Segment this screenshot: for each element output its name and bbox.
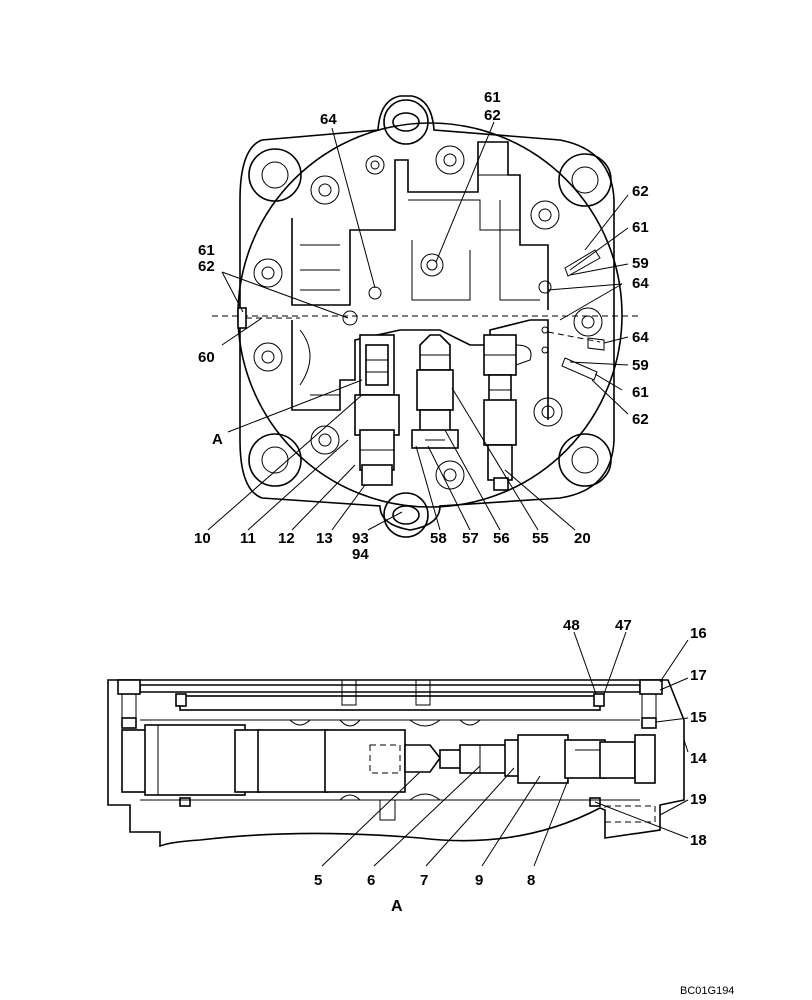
callout-20: 20 xyxy=(574,530,591,547)
right-relief-valve xyxy=(483,334,532,491)
callout-62-left: 62 xyxy=(198,258,215,275)
callout-61-right-b: 61 xyxy=(632,384,649,401)
callout-64-right-b: 64 xyxy=(632,329,649,346)
callout-64-top: 64 xyxy=(320,111,337,128)
callout-61-right-a: 61 xyxy=(632,219,649,236)
section-label-a: A xyxy=(391,898,403,915)
callout-12: 12 xyxy=(278,530,295,547)
callout-94: 94 xyxy=(352,546,369,563)
callout-19: 19 xyxy=(690,791,707,808)
callout-15: 15 xyxy=(690,709,707,726)
callout-61-top: 61 xyxy=(484,89,501,106)
callout-6: 6 xyxy=(367,872,375,889)
callout-61-left: 61 xyxy=(198,242,215,259)
callout-14: 14 xyxy=(690,750,707,767)
callout-13: 13 xyxy=(316,530,333,547)
drawing-code: BC01G194 xyxy=(680,985,734,997)
middle-spool xyxy=(411,334,459,449)
top-view-housing xyxy=(212,95,640,538)
callout-9: 9 xyxy=(475,872,483,889)
callout-18: 18 xyxy=(690,832,707,849)
callout-7: 7 xyxy=(420,872,428,889)
callout-62-right-a: 62 xyxy=(632,183,649,200)
callout-55: 55 xyxy=(532,530,549,547)
section-view-leaders xyxy=(321,631,689,867)
callout-64-right-a: 64 xyxy=(632,275,649,292)
callout-57: 57 xyxy=(462,530,479,547)
top-view-leaders xyxy=(207,121,629,531)
callout-47: 47 xyxy=(615,617,632,634)
callout-17: 17 xyxy=(690,667,707,684)
callout-59-right-a: 59 xyxy=(632,255,649,272)
callout-59-right-b: 59 xyxy=(632,357,649,374)
section-view-a xyxy=(107,679,685,848)
callout-58: 58 xyxy=(430,530,447,547)
section-view-callouts: 48 47 16 17 15 14 19 18 5 6 7 9 8 A xyxy=(314,617,707,915)
top-view-callouts: 64 61 62 62 61 59 64 61 62 60 64 59 61 6… xyxy=(194,89,649,563)
callout-62-top: 62 xyxy=(484,107,501,124)
callout-11: 11 xyxy=(240,530,256,547)
callout-48: 48 xyxy=(563,617,580,634)
relief-valve-a xyxy=(354,334,400,486)
callout-56: 56 xyxy=(493,530,510,547)
callout-10: 10 xyxy=(194,530,211,547)
callout-8: 8 xyxy=(527,872,535,889)
callout-16: 16 xyxy=(690,625,707,642)
callout-60: 60 xyxy=(198,349,215,366)
callout-93: 93 xyxy=(352,530,369,547)
callout-62-right-b: 62 xyxy=(632,411,649,428)
callout-5: 5 xyxy=(314,872,322,889)
callout-a: A xyxy=(212,431,223,448)
